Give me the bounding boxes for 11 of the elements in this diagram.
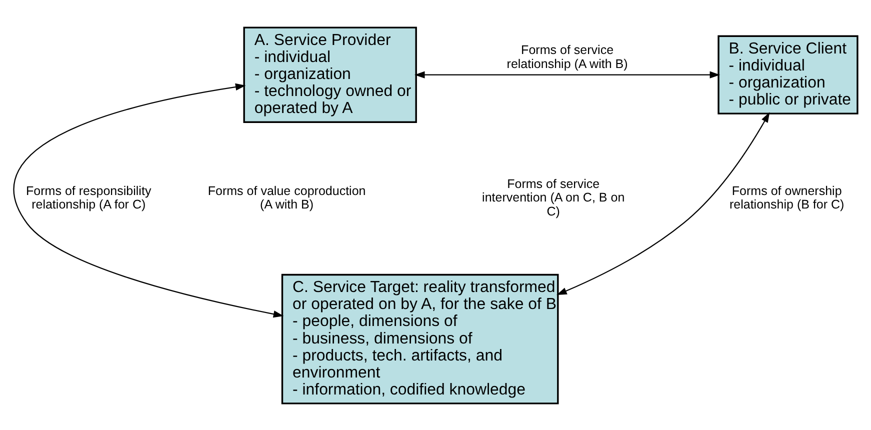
edge-label: Forms of service relationship (A with B) <box>506 42 628 70</box>
edge-label: Forms of ownership relationship (B for C) <box>729 183 844 211</box>
node-box: B. Service Client - individual - organization - public or private <box>718 34 858 114</box>
label: Forms of service intervention (A on C, B on C) <box>482 176 625 218</box>
arrow <box>414 70 720 78</box>
label: Forms of value coproduction (A with B) <box>208 183 366 211</box>
arrow <box>556 112 770 294</box>
node-box: C. Service Target: reality transformed or operated on by A, for the sake of B - people, dimensions of - business, dimensions of - products, tech. artifacts, and environment - information, codified knowledge <box>281 273 559 404</box>
node-box: A. Service Provider - individual - organization - technology owned or operated by A <box>243 26 417 122</box>
arrow <box>14 82 284 318</box>
edge-label: Forms of responsibility relationship (A for C) <box>26 183 152 211</box>
